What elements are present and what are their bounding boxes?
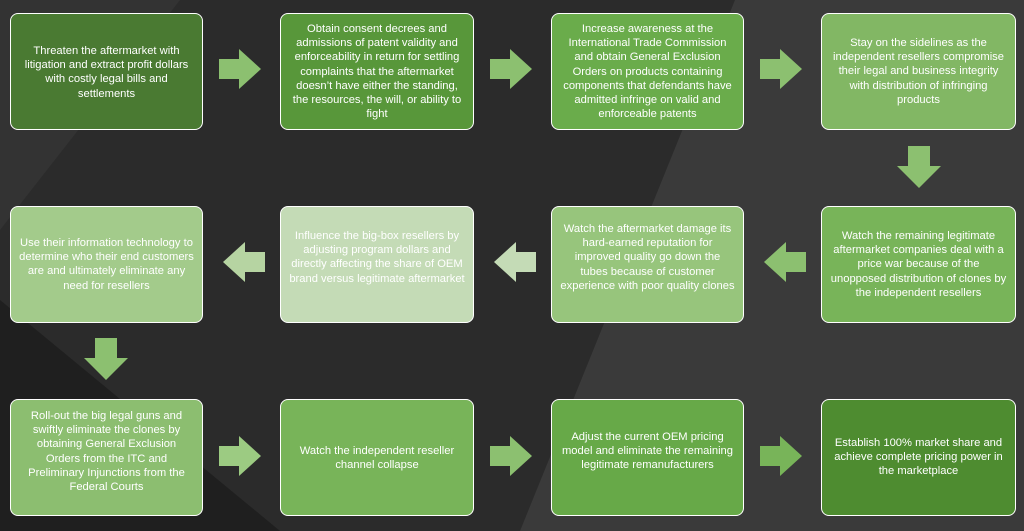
step-11-text: Adjust the current OEM pricing model and… [561, 431, 734, 472]
step-4-text: Stay on the sidelines as the independent… [832, 37, 1004, 106]
step-6-text: Watch the aftermarket damage its hard-ea… [560, 223, 735, 292]
step-5-text: Watch the remaining legitimate aftermark… [830, 230, 1007, 299]
step-12-text: Establish 100% market share and achieve … [834, 437, 1003, 478]
step-12-box: Establish 100% market share and achieve … [821, 399, 1016, 516]
arrow-right-icon [219, 49, 261, 89]
arrow-down-icon [84, 338, 128, 380]
arrow-left-icon [223, 242, 265, 282]
arrow-down-icon [897, 146, 941, 188]
step-7-text: Influence the big-box resellers by adjus… [289, 230, 465, 285]
step-8-box: Use their information technology to dete… [10, 206, 203, 323]
step-10-text: Watch the independent reseller channel c… [299, 445, 455, 472]
step-4-box: Stay on the sidelines as the independent… [821, 13, 1016, 130]
arrow-right-icon [760, 49, 802, 89]
arrow-left-icon [764, 242, 806, 282]
step-11-box: Adjust the current OEM pricing model and… [551, 399, 744, 516]
step-9-box: Roll-out the big legal guns and swiftly … [10, 399, 203, 516]
step-5-box: Watch the remaining legitimate aftermark… [821, 206, 1016, 323]
step-10-box: Watch the independent reseller channel c… [280, 399, 474, 516]
arrow-right-icon [219, 436, 261, 476]
step-8-text: Use their information technology to dete… [19, 237, 194, 292]
arrow-left-icon [494, 242, 536, 282]
step-1-box: Threaten the aftermarket with litigation… [10, 13, 203, 130]
step-7-box: Influence the big-box resellers by adjus… [280, 206, 474, 323]
step-3-text: Increase awareness at the International … [563, 23, 732, 121]
step-2-text: Obtain consent decrees and admissions of… [292, 23, 462, 121]
arrow-right-icon [760, 436, 802, 476]
step-1-text: Threaten the aftermarket with litigation… [24, 45, 189, 100]
step-3-box: Increase awareness at the International … [551, 13, 744, 130]
arrow-right-icon [490, 436, 532, 476]
step-6-box: Watch the aftermarket damage its hard-ea… [551, 206, 744, 323]
arrow-right-icon [490, 49, 532, 89]
step-9-text: Roll-out the big legal guns and swiftly … [28, 410, 185, 494]
step-2-box: Obtain consent decrees and admissions of… [280, 13, 474, 130]
